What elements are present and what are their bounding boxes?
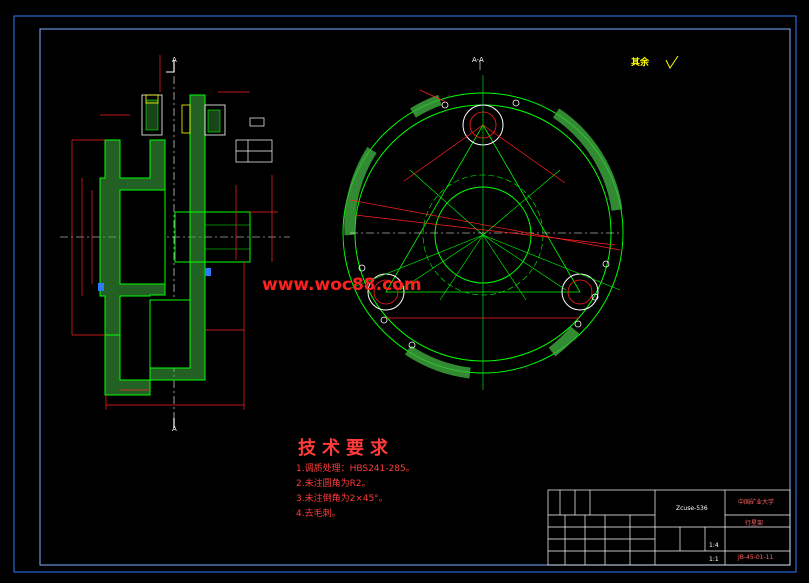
- watermark: www.woc88.com: [262, 275, 422, 295]
- title-block-ratio: 1:1: [709, 556, 719, 563]
- title-block: [547, 489, 791, 566]
- requirement-item: 1.调质处理：HBS241-285。: [296, 464, 415, 474]
- drawing-frame-inner: [39, 28, 791, 566]
- section-mark-top: A: [172, 56, 177, 64]
- section-view: [60, 55, 290, 428]
- drawing-frame-outer: [13, 15, 797, 573]
- requirement-item: 2.未注圆角为R2。: [296, 479, 371, 489]
- section-mark-bottom: A: [172, 425, 177, 433]
- title-block-part-name: 行星架: [745, 520, 764, 527]
- surface-finish-note: 其余: [631, 58, 650, 68]
- title-block-scale: 1:4: [709, 542, 719, 549]
- surface-finish-symbol: [665, 55, 679, 69]
- title-block-drawing-no: JB-45-01-11: [738, 554, 774, 561]
- requirement-item: 4.去毛刺。: [296, 509, 341, 519]
- title-block-material: Zcuse-536: [676, 505, 708, 512]
- requirement-item: 3.未注倒角为2×45°。: [296, 494, 388, 504]
- technical-requirements-list: 1.调质处理：HBS241-285。 2.未注圆角为R2。 3.未注倒角为2×4…: [296, 462, 415, 522]
- title-block-company: 中国矿业大学: [738, 499, 775, 506]
- section-title: A-A: [472, 56, 484, 64]
- technical-requirements-title: 技术要求: [298, 438, 394, 459]
- circular-view: [342, 60, 624, 390]
